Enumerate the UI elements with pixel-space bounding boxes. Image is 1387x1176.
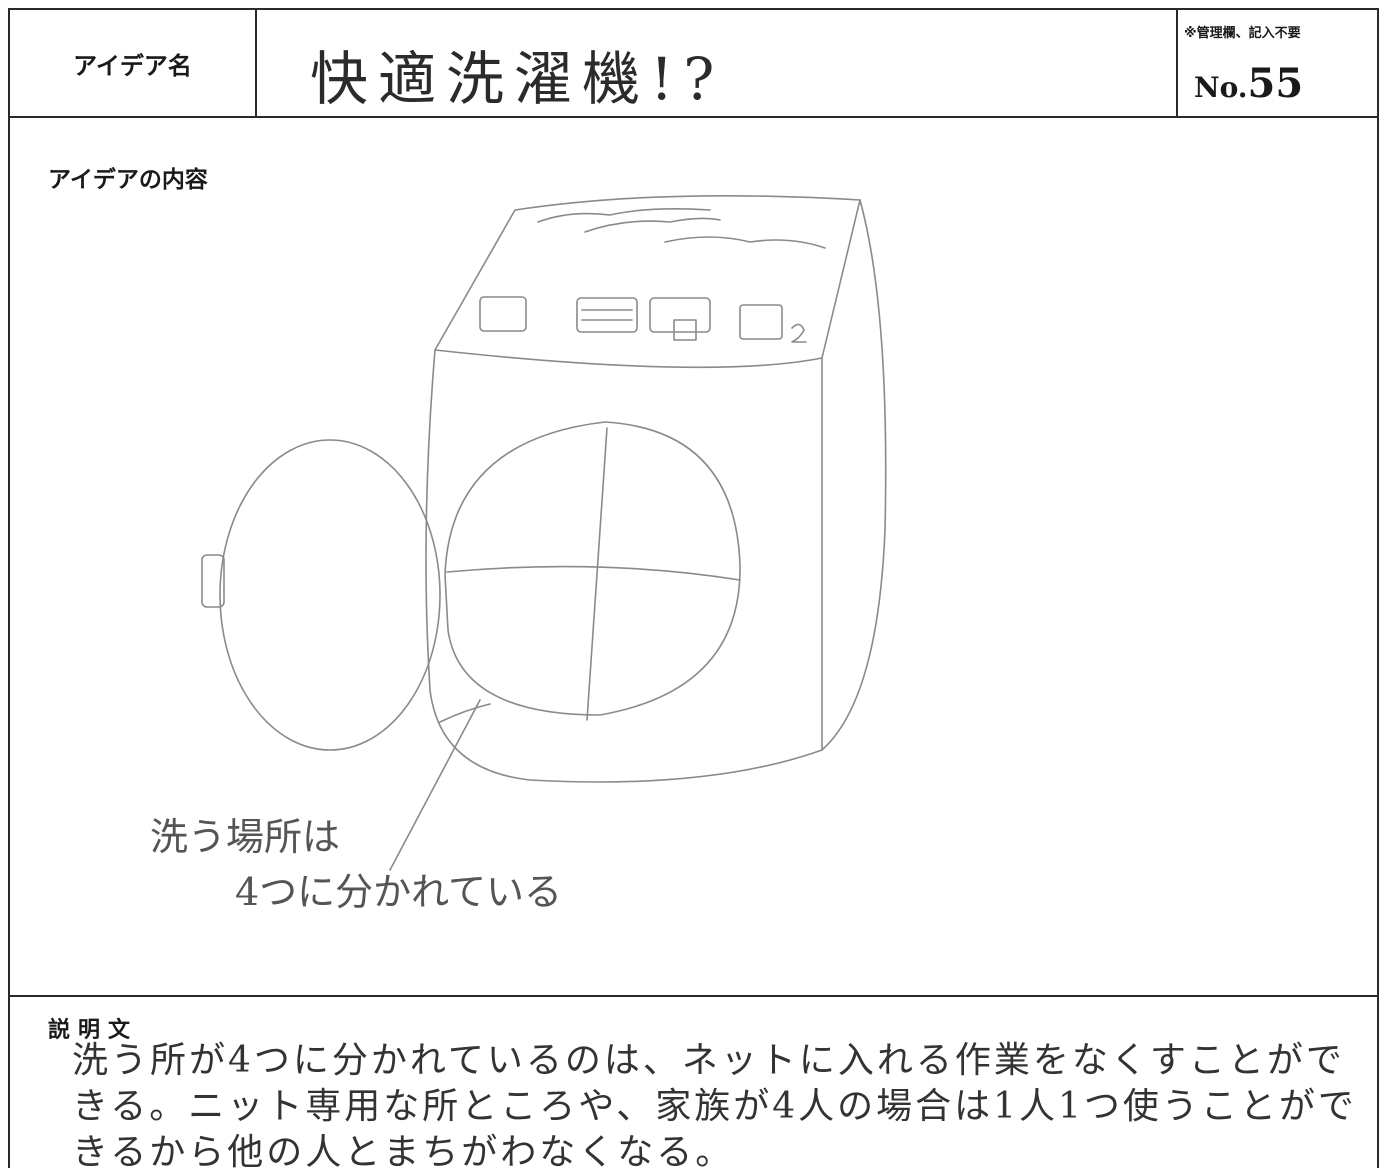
annotation-arrow: [389, 699, 481, 871]
entry-number-value: 55: [1247, 60, 1304, 107]
control-button-2: [576, 297, 638, 333]
description-label: 説明文: [48, 1018, 139, 1043]
content-label: アイデアの内容: [48, 167, 208, 193]
vent-line-1: [537, 207, 711, 223]
control-button-5: [739, 304, 783, 340]
machine-front-panel: [425, 349, 823, 783]
open-door: [219, 439, 441, 751]
admin-note: ※管理欄、記入不要: [1184, 26, 1301, 41]
section-divider: [10, 995, 1377, 997]
idea-name-label: アイデア名: [10, 10, 257, 116]
door-handle: [201, 554, 225, 608]
drum-window: [444, 421, 741, 716]
washing-machine-sketch: [201, 194, 887, 871]
annotation-line-1: 洗う場所は: [150, 815, 340, 859]
machine-side-panel: [821, 199, 887, 751]
entry-number: No.55: [1194, 60, 1303, 107]
drum-divider-horizontal: [446, 565, 741, 581]
control-mark: [791, 323, 807, 343]
description-text: 洗う所が4つに分かれているのは、ネットに入れる作業をなくすことができる。ニット専…: [72, 1040, 1357, 1173]
vent-line-3: [664, 236, 826, 249]
entry-number-prefix: No.: [1194, 71, 1248, 104]
annotation-layer: 洗う場所は 4つに分かれている: [150, 815, 562, 914]
control-button-3: [649, 297, 711, 333]
control-button-4: [673, 319, 697, 341]
idea-sheet: アイデア名 快適洗濯機!? ※管理欄、記入不要 No.55 アイデアの内容: [8, 8, 1379, 1173]
idea-title: 快適洗濯機!?: [310, 45, 725, 113]
sheet-header: アイデア名 快適洗濯機!? ※管理欄、記入不要 No.55: [10, 10, 1377, 118]
vent-line-2: [584, 217, 721, 233]
drum-divider-vertical: [586, 427, 608, 721]
control-button-1: [479, 296, 527, 332]
admin-box: ※管理欄、記入不要 No.55: [1176, 10, 1383, 116]
annotation-line-2: 4つに分かれている: [235, 870, 562, 914]
